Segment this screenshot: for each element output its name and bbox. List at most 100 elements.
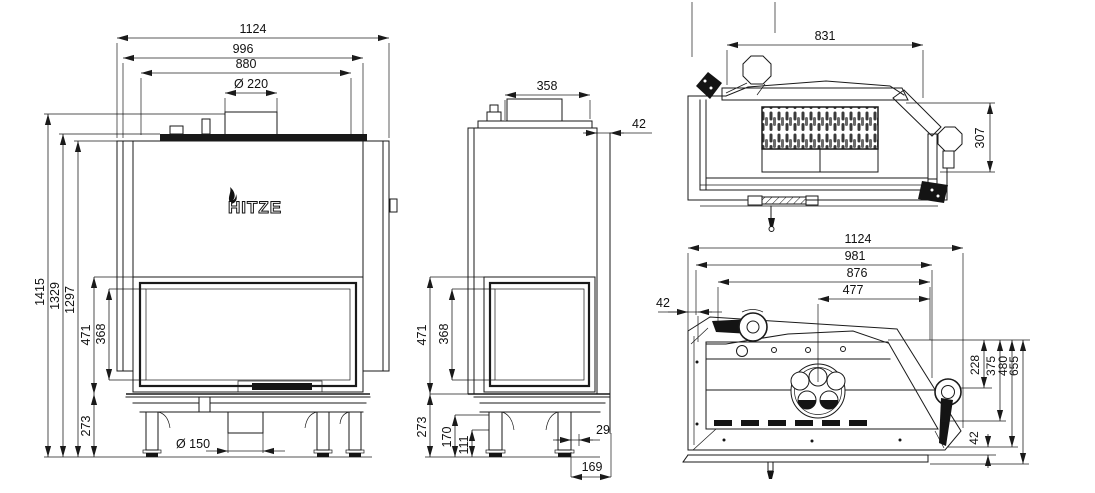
- dim-label: 1124: [240, 22, 267, 36]
- dim-top-corner-depth: 307: [906, 102, 995, 173]
- dim-rear-body-width: 981: [695, 249, 933, 378]
- dim-front-body-height: 1297: [63, 140, 117, 457]
- dim-rear-front-offset: 42: [656, 296, 722, 342]
- hitze-logo: HITZE: [227, 187, 282, 218]
- leg: [554, 411, 575, 457]
- dim-label: 42: [967, 431, 981, 445]
- dim-label: 368: [94, 324, 108, 345]
- center-support: [198, 396, 211, 413]
- dim-rear-port-center-height: 228: [968, 340, 988, 388]
- dim-side-glass-height: 368: [437, 288, 495, 381]
- dim-label: 477: [843, 283, 864, 297]
- dim-label: 169: [582, 460, 603, 474]
- side-window: [483, 276, 596, 393]
- dim-side-leg-height: 170: [440, 414, 489, 457]
- dim-label: 111: [457, 435, 471, 454]
- brand-logo-text: HITZE: [228, 198, 282, 217]
- dim-label: 655: [1007, 356, 1021, 376]
- dim-rear-overall-height: 655: [1007, 340, 1027, 464]
- base-plate-edge: [682, 454, 929, 479]
- leg: [345, 411, 365, 457]
- dim-side-rear-leg-offset: 29: [553, 423, 610, 446]
- dim-label: 368: [437, 324, 451, 345]
- dim-label: 880: [236, 57, 257, 71]
- top-plate-tab: [169, 125, 184, 135]
- dim-label: 307: [973, 128, 987, 149]
- air-grille: [252, 383, 312, 390]
- flue-collar: [224, 111, 278, 135]
- dim-label: 228: [968, 355, 982, 375]
- door-handle-top: [747, 195, 819, 232]
- dim-label: 273: [415, 417, 429, 438]
- dim-label: 1415: [33, 278, 47, 306]
- latch-knob-right: [934, 378, 962, 446]
- shelf-boxes: [761, 148, 879, 173]
- valve: [486, 111, 502, 122]
- dim-label: 170: [440, 427, 454, 448]
- casing-top-edge: [705, 330, 889, 345]
- dim-label: Ø 150: [176, 437, 210, 451]
- dim-label: 480: [996, 356, 1010, 376]
- door-latch: [389, 198, 398, 213]
- leg: [313, 411, 333, 457]
- top-view: 831 307: [687, 2, 995, 232]
- dim-front-door-frame-height: 471: [79, 276, 133, 394]
- dim-label: Ø 220: [234, 77, 268, 91]
- knob-octagon-top: [725, 55, 772, 96]
- dim-label: 876: [847, 266, 868, 280]
- dim-label: 831: [815, 29, 836, 43]
- dim-rear-base-offset: 42: [967, 431, 992, 468]
- top-body-geometry: [687, 55, 963, 232]
- front-base: [44, 393, 372, 458]
- dim-label: 471: [79, 325, 93, 346]
- dim-label: 375: [984, 356, 998, 376]
- leg: [142, 411, 162, 457]
- perforated-grille: [761, 106, 879, 150]
- front-face: [132, 140, 364, 393]
- dim-rear-flange-height: 480: [996, 340, 1016, 447]
- dim-front-overall-width: 1124: [116, 22, 390, 138]
- dim-front-air-inlet: Ø 150: [176, 433, 285, 455]
- front-view: HITZE: [33, 22, 398, 458]
- dim-label: 471: [415, 325, 429, 346]
- rear-body-geometry: [682, 309, 962, 479]
- dim-side-rear-foot-depth: 169: [570, 433, 612, 481]
- valve-knob: [489, 104, 499, 113]
- dim-label: 1297: [63, 286, 77, 314]
- flame-icon: [228, 187, 237, 204]
- leg: [485, 411, 506, 457]
- side-view: 358 42 471 368 273 170: [415, 79, 652, 481]
- latch-knob-left: [712, 309, 768, 342]
- dim-rear-flue-center-offset: 477: [817, 283, 930, 382]
- vent-dashes: [714, 420, 867, 426]
- dim-label: 1124: [845, 232, 872, 246]
- dim-label: 996: [233, 42, 254, 56]
- dim-rear-casing-height: 375: [984, 340, 1004, 421]
- viewing-window: [132, 276, 364, 393]
- dim-label: 29: [596, 423, 610, 437]
- dim-label: 42: [656, 296, 670, 310]
- dim-front-overall-height: 1415: [33, 113, 225, 457]
- dim-side-top-depth: 358: [504, 79, 591, 120]
- rear-right-dims: 228 375 480 655 42: [888, 339, 1030, 468]
- hinge-top-left: [696, 72, 722, 99]
- dim-label: 358: [537, 79, 558, 93]
- cowl-profile: [725, 80, 905, 97]
- rear-view: 1124 981 876 477 42: [656, 232, 1030, 479]
- dim-front-body-width: 996: [122, 42, 364, 139]
- dim-side-leg-clearance: 111: [457, 429, 489, 457]
- dim-side-rear-offset: 42: [583, 117, 652, 137]
- side-flue-collar: [506, 98, 563, 122]
- dim-front-flue-diameter: Ø 220: [224, 77, 278, 112]
- dim-rear-casing-width: 876: [717, 266, 931, 340]
- hinge-bottom-right: [918, 181, 948, 203]
- top-plate: [160, 134, 367, 141]
- air-inlet-box: [227, 411, 264, 434]
- dim-side-base-height: 273: [415, 394, 434, 457]
- dim-label: 1329: [48, 282, 62, 310]
- dim-label: 981: [845, 249, 866, 263]
- knob-octagon-right: [937, 126, 963, 179]
- dim-label: 273: [79, 416, 93, 437]
- top-plate-tab: [201, 118, 211, 135]
